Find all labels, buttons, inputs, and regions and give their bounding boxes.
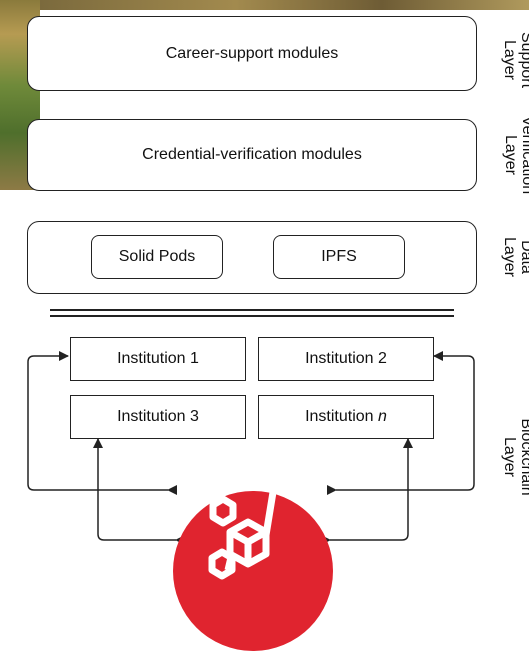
separator-line-top bbox=[50, 309, 454, 311]
arrow-left-to-institution-1 bbox=[27, 351, 177, 495]
career-support-modules-label: Career-support modules bbox=[165, 44, 339, 62]
hexagon-cube-network-icon bbox=[208, 461, 293, 580]
arrow-right-to-institution-2 bbox=[327, 351, 475, 495]
credential-verification-modules-label: Credential-verification modules bbox=[142, 146, 362, 163]
ipfs-box: IPFS bbox=[273, 235, 405, 279]
support-layer-box: Career-support modules bbox=[27, 16, 477, 91]
arrow-to-institution-3 bbox=[93, 438, 185, 545]
blockchain-node-circle bbox=[173, 491, 333, 651]
background-photo-top bbox=[40, 0, 529, 10]
solid-pods-label: Solid Pods bbox=[118, 248, 196, 265]
ipfs-label: IPFS bbox=[321, 248, 357, 265]
verification-layer-box: Credential-verification modules bbox=[27, 119, 477, 191]
solid-pods-box: Solid Pods bbox=[91, 235, 223, 279]
arrow-to-institution-n bbox=[321, 438, 413, 545]
separator-line-bottom bbox=[50, 315, 454, 317]
